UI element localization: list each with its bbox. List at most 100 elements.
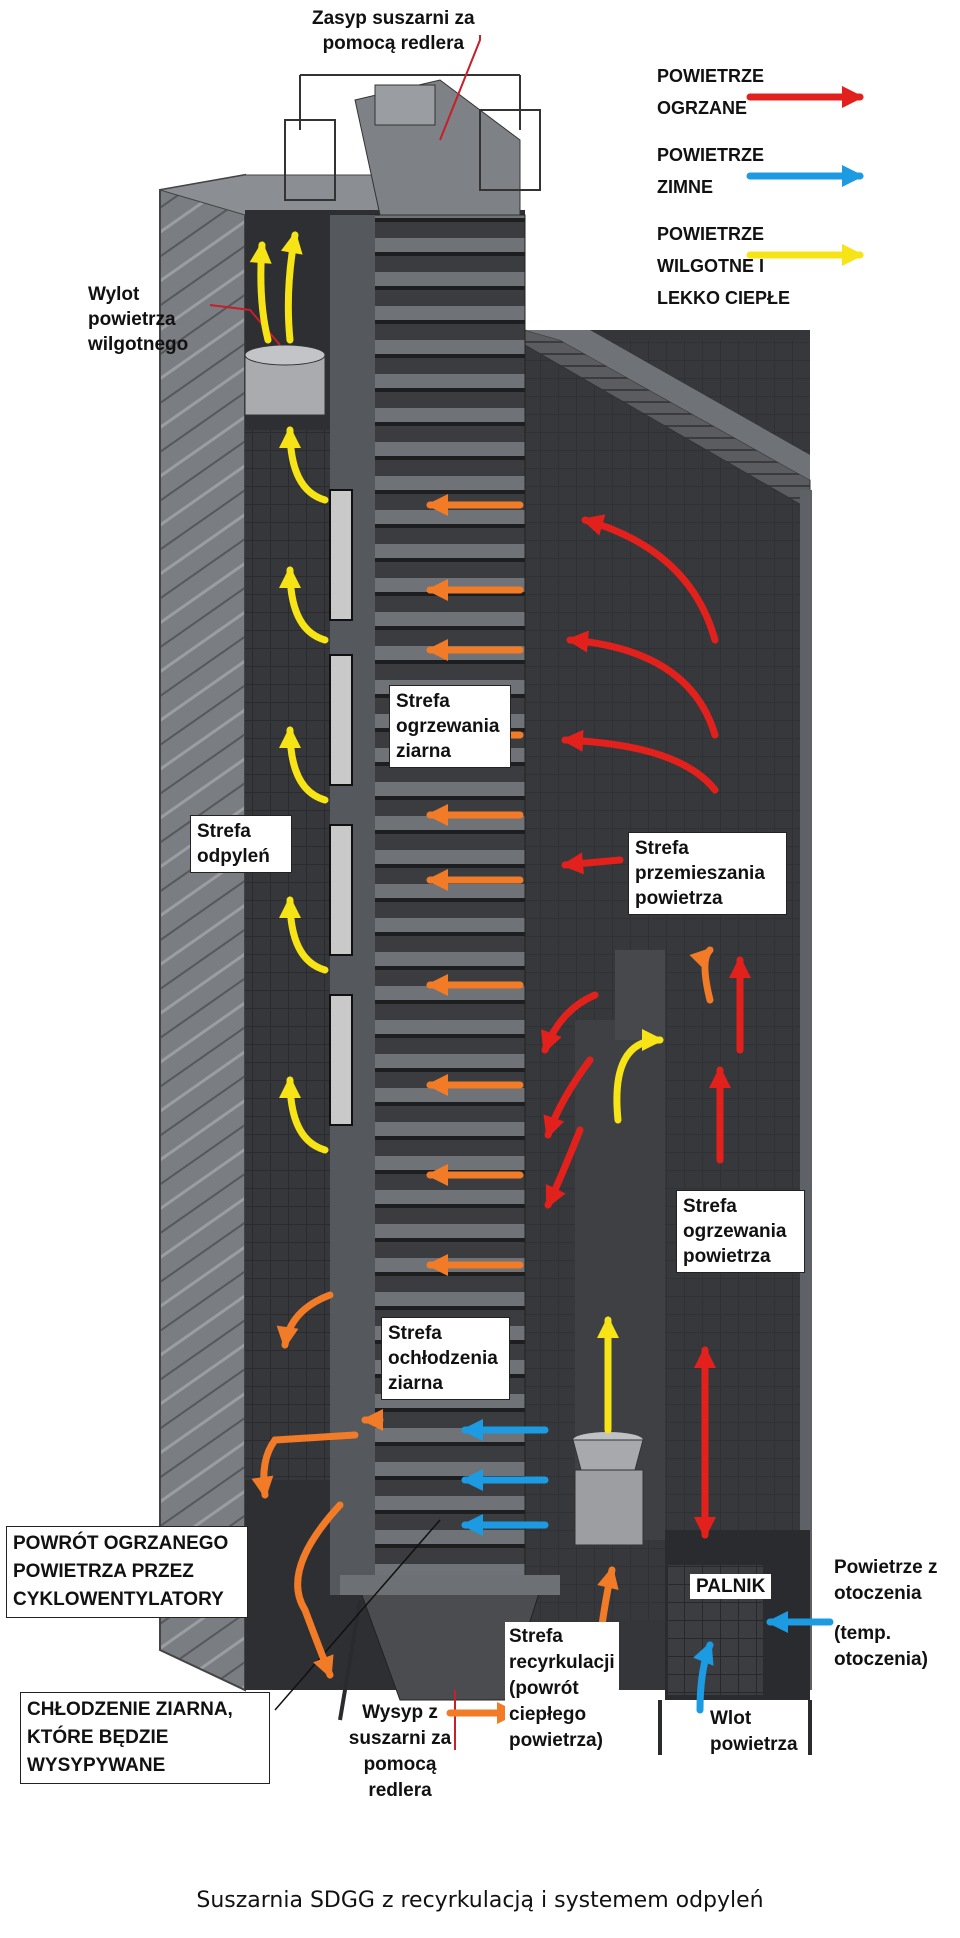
label-sog-pow-line1: Strefa xyxy=(683,1196,737,1217)
warm-grain-arrow-9-head xyxy=(426,1164,448,1186)
legend-cold-line2: ZIMNE xyxy=(657,177,713,197)
hot-air-arrow-1-head xyxy=(581,514,606,536)
label-recyrk-line5: powietrza) xyxy=(509,1730,603,1751)
label-zasyp-line1: Zasyp suszarni za xyxy=(312,8,475,29)
hot-air-arrow-4-head xyxy=(561,852,584,875)
wet-air-arrow-3-head xyxy=(279,726,301,748)
label-sog-ziarna-line3: ziarna xyxy=(396,741,451,762)
cold-grain-arrow-2-head xyxy=(461,1469,483,1491)
label-wysyp-line4: redlera xyxy=(368,1780,432,1801)
hot-air-arrow-2-head xyxy=(566,630,589,653)
warm-grain-arrow-6-head xyxy=(426,869,448,891)
label-wylot-line2: powietrza xyxy=(88,309,176,330)
wet-air-arrows xyxy=(249,231,864,1434)
label-chlodzenie-line2: KTÓRE BĘDZIE xyxy=(27,1727,169,1748)
hot-air-arrow-3-head xyxy=(561,729,584,752)
label-otoczenia-line2: otoczenia xyxy=(834,1583,922,1604)
legend-cold: POWIETRZE ZIMNE xyxy=(657,139,764,203)
wet-fan-arrow-head xyxy=(597,1316,619,1338)
warm-grain-arrow-2-head xyxy=(426,579,448,601)
label-sog-ziarna-line2: ogrzewania xyxy=(396,716,500,737)
cold-grain-arrow-1-head xyxy=(461,1419,483,1441)
label-sog-pow-line3: powietrza xyxy=(683,1246,771,1267)
label-ochl-line3: ziarna xyxy=(388,1373,443,1394)
legend-hot-arrow-head xyxy=(842,86,864,108)
legend-hot-line2: OGRZANE xyxy=(657,98,747,118)
cold-grain-arrow-3-head xyxy=(461,1514,483,1536)
hot-air-arrow-6-head xyxy=(543,1114,565,1139)
hot-air-arrows xyxy=(541,86,864,1539)
label-chlodzenie-line3: WYSYPYWANE xyxy=(27,1755,166,1776)
label-powietrze-z-otoczenia: Powietrze z otoczenia (temp. otoczenia) xyxy=(834,1555,937,1673)
warm-grain-arrow-7-head xyxy=(426,974,448,996)
warm-return-arrow-4-head xyxy=(313,1654,334,1679)
label-przem-line1: Strefa xyxy=(635,838,689,859)
wet-exhaust-arrow-1-head xyxy=(280,231,303,255)
warm-return-arrow-2-head xyxy=(251,1475,274,1499)
label-palnik-text: PALNIK xyxy=(696,1576,766,1597)
label-strefa-odpylen: Strefa odpyleń xyxy=(190,815,292,873)
label-odpylen-line1: Strefa xyxy=(197,821,251,842)
label-recyrk-line2: recyrkulacji xyxy=(509,1652,615,1673)
label-wysyp-line3: pomocą xyxy=(363,1754,437,1775)
legend-wet: POWIETRZE WILGOTNE I LEKKO CIEPŁE xyxy=(657,218,790,314)
wet-air-arrow-1-head xyxy=(279,426,301,448)
warm-return-arrow-1-head xyxy=(276,1325,299,1349)
label-strefa-recyrkulacji: Strefa recyrkulacji (powrót ciepłego pow… xyxy=(505,1622,619,1756)
label-palnik: PALNIK xyxy=(690,1574,772,1599)
wet-air-arrow-5-head xyxy=(279,1076,301,1098)
warm-grain-arrow-10-head xyxy=(426,1254,448,1276)
label-wlot-line1: Wlot xyxy=(710,1708,752,1729)
legend-wet-line1: POWIETRZE xyxy=(657,224,764,244)
legend-cold-line1: POWIETRZE xyxy=(657,145,764,165)
label-ochl-line1: Strefa xyxy=(388,1323,442,1344)
legend-wet-line2: WILGOTNE I xyxy=(657,256,764,276)
label-wylot-line3: wilgotnego xyxy=(88,334,189,355)
label-recyrk-line4: ciepłego xyxy=(509,1704,587,1725)
legend-cold-arrow-head xyxy=(842,165,864,187)
figure-caption: Suszarnia SDGG z recyrkulacją i systemem… xyxy=(196,1888,764,1913)
hot-rise-arrow-1-head xyxy=(729,956,751,978)
label-wlot-line2: powietrza xyxy=(710,1734,798,1755)
label-przem-line3: powietrza xyxy=(635,888,723,909)
label-strefa-ogrzewania-powietrza: Strefa ogrzewania powietrza xyxy=(676,1190,805,1273)
label-odpylen-line2: odpyleń xyxy=(197,846,270,867)
warm-recirc-arrow-head xyxy=(597,1566,619,1591)
label-powrot-line2: POWIETRZA PRZEZ xyxy=(13,1561,194,1582)
warm-grain-arrow-3-head xyxy=(426,639,448,661)
warm-air-arrows xyxy=(251,494,714,1724)
label-otoczenia-line1: Powietrze z xyxy=(834,1557,938,1578)
warm-grain-arrow-5-head xyxy=(426,804,448,826)
wet-air-arrow-2-head xyxy=(279,566,301,588)
hot-air-arrow-2 xyxy=(566,636,719,739)
hot-air-arrow-3 xyxy=(561,736,719,794)
warm-return-arrow-4 xyxy=(294,1501,344,1679)
hot-rise-arrow-2-head xyxy=(709,1066,731,1088)
label-wlot: Wlot powietrza xyxy=(710,1706,798,1758)
legend-wet-line3: LEKKO CIEPŁE xyxy=(657,288,791,308)
cold-ambient-arrow-head xyxy=(766,1611,788,1633)
dryer-structure xyxy=(159,74,812,1755)
cold-air-arrows xyxy=(461,165,864,1714)
warm-grain-arrow-8-head xyxy=(426,1074,448,1096)
hot-down-arrow-head xyxy=(694,1517,716,1539)
label-strefa-ogrzewania-ziarna: Strefa ogrzewania ziarna xyxy=(389,685,511,768)
hot-rise-arrow-3-head xyxy=(694,1346,716,1368)
label-wysyp: Wysyp z suszarni za pomocą redlera xyxy=(345,1700,455,1804)
warm-mix-arrow-head xyxy=(689,947,713,971)
cold-inlet-arrow-head xyxy=(693,1641,714,1666)
label-chlodzenie: CHŁODZENIE ZIARNA, KTÓRE BĘDZIE WYSYPYWA… xyxy=(20,1692,270,1784)
label-otoczenia-line3: (temp. xyxy=(834,1623,891,1644)
hot-air-arrow-5-head xyxy=(541,1029,562,1054)
warm-grain-arrow-1-head xyxy=(426,494,448,516)
label-chlodzenie-line1: CHŁODZENIE ZIARNA, xyxy=(27,1699,233,1720)
legend-wet-arrow-head xyxy=(842,244,864,266)
label-recyrk-line3: (powrót xyxy=(509,1678,579,1699)
label-ochl-line2: ochłodzenia xyxy=(388,1348,498,1369)
label-sog-pow-line2: ogrzewania xyxy=(683,1221,787,1242)
legend-hot-line1: POWIETRZE xyxy=(657,66,764,86)
label-strefa-przemieszania: Strefa przemieszania powietrza xyxy=(628,832,787,915)
warm-return-arrow-3-head xyxy=(361,1409,383,1431)
label-powrot: POWRÓT OGRZANEGO POWIETRZA PRZEZ CYKLOWE… xyxy=(6,1526,248,1618)
label-zasyp-line2: pomocą redlera xyxy=(322,33,465,54)
